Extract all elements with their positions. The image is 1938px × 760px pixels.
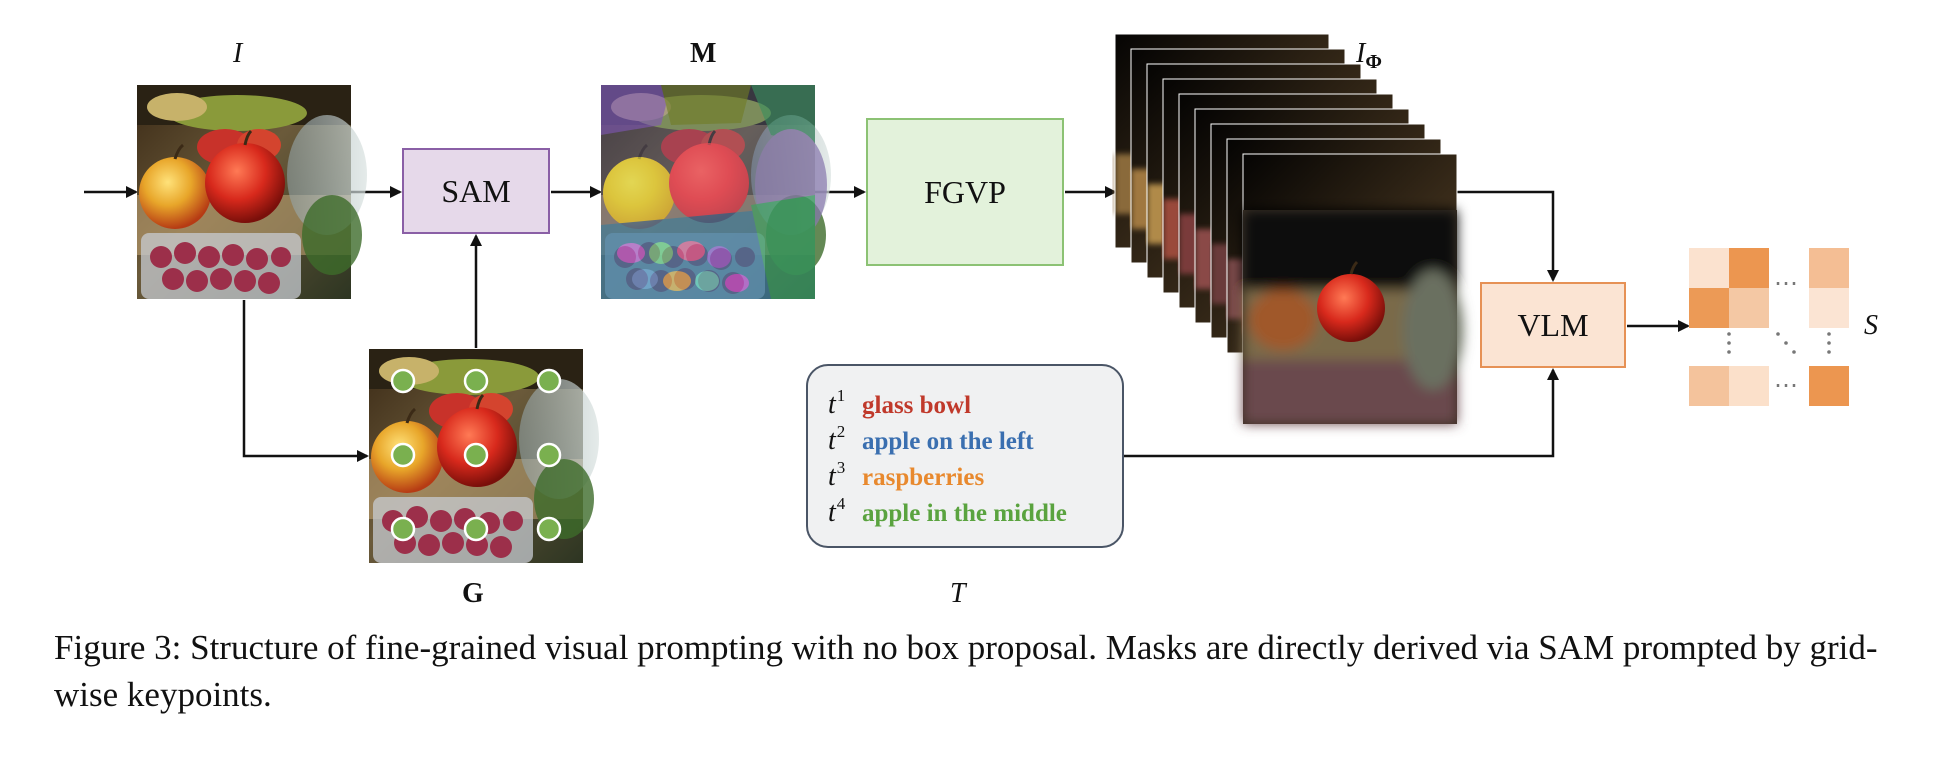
texts-to-vlm-arrow [1124,368,1559,458]
image-to-grid-arrow [242,300,369,462]
keypoint-grid [390,368,562,542]
sam-label: SAM [441,172,511,209]
grid-keypoint-image [367,347,601,565]
fgvp-module: FGVP [866,118,1064,266]
score-cell [1809,288,1849,328]
mask-label: M [690,38,717,69]
text-variable: t4 [828,494,846,528]
score-cell [1689,248,1729,288]
prompted-image-stack [1114,33,1463,424]
text-variable: t3 [828,458,846,492]
score-cell [1689,288,1729,328]
text-variable: t1 [828,386,846,420]
vlm-label: VLM [1517,306,1589,343]
score-vertical-dots [1727,332,1831,354]
fgvp-label: FGVP [924,173,1006,210]
mask-image [599,83,833,301]
stack-to-vlm-arrow [1436,190,1559,282]
text-prompt-panel: t1 glass bowl t2 apple on the left t3 ra… [806,364,1124,548]
text-prompt-row: t3 raspberries [828,458,1122,494]
text-prompt-row: t1 glass bowl [828,386,1122,422]
prompted-images-label: IΦ [1356,38,1382,73]
text-phrase: apple in the middle [862,500,1067,527]
diagram-canvas [84,33,1849,565]
score-row-ellipsis: ⋯ [1774,373,1798,399]
score-label: S [1864,310,1878,341]
text-prompt-row: t2 apple on the left [828,422,1122,458]
score-row-ellipsis: ⋯ [1774,271,1798,297]
text-phrase: glass bowl [862,392,972,419]
vlm-module: VLM [1480,282,1626,368]
texts-label: T [950,578,966,609]
score-matrix [1689,248,1849,406]
score-cell [1809,248,1849,288]
input-image [135,83,369,301]
text-prompt-row: t4 apple in the middle [828,494,1122,530]
score-cell [1809,366,1849,406]
score-cell [1729,288,1769,328]
sam-module: SAM [402,148,550,234]
grid-label: G [462,578,484,609]
score-cell [1729,366,1769,406]
text-phrase: raspberries [862,464,985,491]
text-phrase: apple on the left [862,428,1034,455]
input-image-label: I [233,38,243,69]
score-cell [1729,248,1769,288]
score-cell [1689,366,1729,406]
text-variable: t2 [828,422,846,456]
figure-caption: Figure 3: Structure of fine-grained visu… [54,628,1878,714]
